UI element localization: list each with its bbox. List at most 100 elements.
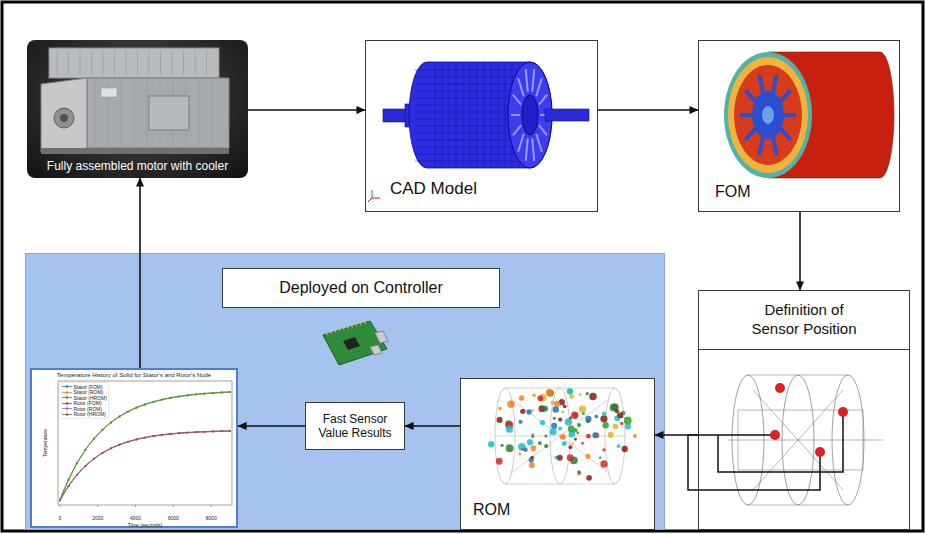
curve-marker (68, 479, 70, 481)
rom-sample-point (530, 445, 536, 451)
curve-marker (153, 401, 155, 403)
curve-marker (170, 433, 172, 435)
rom-sample-point (518, 453, 521, 456)
rom-sample-point (615, 409, 619, 413)
curve-marker (110, 422, 112, 424)
curve-marker (85, 465, 87, 467)
temperature-curve (60, 431, 230, 500)
rom-sample-point (551, 401, 555, 405)
shaft-end (60, 114, 68, 122)
mesh-line (415, 140, 530, 141)
cooler-fin (126, 51, 127, 75)
wireframe-line (753, 390, 843, 490)
fom-rotor-bar (772, 135, 776, 155)
gpio-pin (326, 333, 328, 335)
axis-z (368, 198, 372, 202)
photo-panel-art (27, 40, 248, 178)
curve-marker (187, 394, 189, 396)
curve-marker (161, 399, 163, 401)
axis-title: Time (seconds) (128, 522, 162, 528)
curve-marker (212, 431, 214, 433)
curve-marker (119, 444, 121, 446)
rotor-slot (532, 138, 534, 160)
rom-sample-point (621, 411, 625, 415)
rom-sample-point (562, 441, 567, 446)
curve-marker (136, 439, 138, 441)
housing-rib (108, 80, 109, 146)
rom-sample-point (488, 441, 494, 447)
curve-marker (59, 500, 61, 502)
fom-rotor-bar (759, 75, 763, 95)
curve-marker (161, 399, 163, 401)
legend-sample-marker (66, 407, 69, 410)
rom-sample-point (568, 426, 575, 433)
curve-marker (212, 430, 214, 432)
rom-sample-point (571, 411, 578, 418)
curve-marker (127, 441, 129, 443)
plot-frame (58, 381, 232, 505)
rom-panel: ROM (460, 378, 655, 530)
rom-sample-point (569, 431, 576, 438)
legend-text: Stator (ROM) (74, 389, 104, 395)
curve-marker (136, 407, 138, 409)
gpio-pin (364, 322, 366, 324)
rom-sample-point (568, 389, 573, 394)
mesh-line (526, 62, 527, 168)
curve-marker (195, 431, 197, 433)
flow-arrow (405, 425, 460, 427)
panel-title: ROM (473, 501, 510, 519)
rom-sample-point (610, 403, 618, 411)
rotor-hub (522, 95, 538, 135)
rom-sample-point (498, 407, 501, 410)
legend-entry: Stator (FOM) (62, 384, 103, 390)
curve-marker (127, 411, 129, 413)
curve-marker (187, 395, 189, 397)
sensor-dot (838, 407, 848, 417)
rotor-slot (526, 138, 528, 160)
rom-sample-point (559, 399, 565, 405)
curve-marker (110, 421, 112, 423)
curve-marker (153, 401, 155, 403)
rom-sample-point (577, 471, 581, 475)
housing-rib (173, 80, 174, 146)
curve-marker (119, 416, 121, 418)
rom-sample-point (518, 443, 526, 451)
wireframe-ring (782, 375, 814, 505)
curve-marker (229, 391, 231, 393)
rom-sample-point (620, 422, 623, 425)
rotor-body (409, 62, 552, 168)
gpio-pin (339, 329, 341, 331)
rom-sample-point (553, 417, 556, 420)
rotor-face (508, 62, 552, 168)
fom-body (768, 52, 894, 178)
legend-text: Rotor (ROM) (74, 406, 103, 412)
rom-sample-point (608, 432, 614, 438)
rom-sample-point (571, 442, 573, 444)
curve-marker (136, 407, 138, 409)
tick-label: 6000 (168, 515, 179, 521)
legend-sample (62, 412, 72, 417)
mesh-line (463, 62, 464, 168)
curve-marker (102, 452, 104, 454)
rom-sample-point (602, 448, 605, 451)
rom-sample-point (562, 411, 564, 413)
rom-sample-point (505, 421, 513, 429)
curve-marker (195, 394, 197, 396)
curve-marker (195, 393, 197, 395)
rom-sample-point (530, 456, 534, 460)
controller-chip (343, 337, 360, 350)
rom-sample-point (577, 423, 581, 427)
controller-port (375, 331, 388, 343)
panel-title: CAD Model (390, 179, 477, 199)
rom-sample-point (506, 426, 513, 433)
curve-marker (153, 435, 155, 437)
rom-sample-point (506, 421, 511, 426)
temperature-curve (60, 392, 230, 500)
legend-sample-marker (66, 391, 69, 394)
curve-marker (221, 430, 223, 432)
shaft-right (545, 109, 589, 121)
rom-sample-point (521, 448, 523, 450)
curve-marker (221, 391, 223, 393)
motor-side (87, 78, 229, 148)
curve-marker (144, 404, 146, 406)
